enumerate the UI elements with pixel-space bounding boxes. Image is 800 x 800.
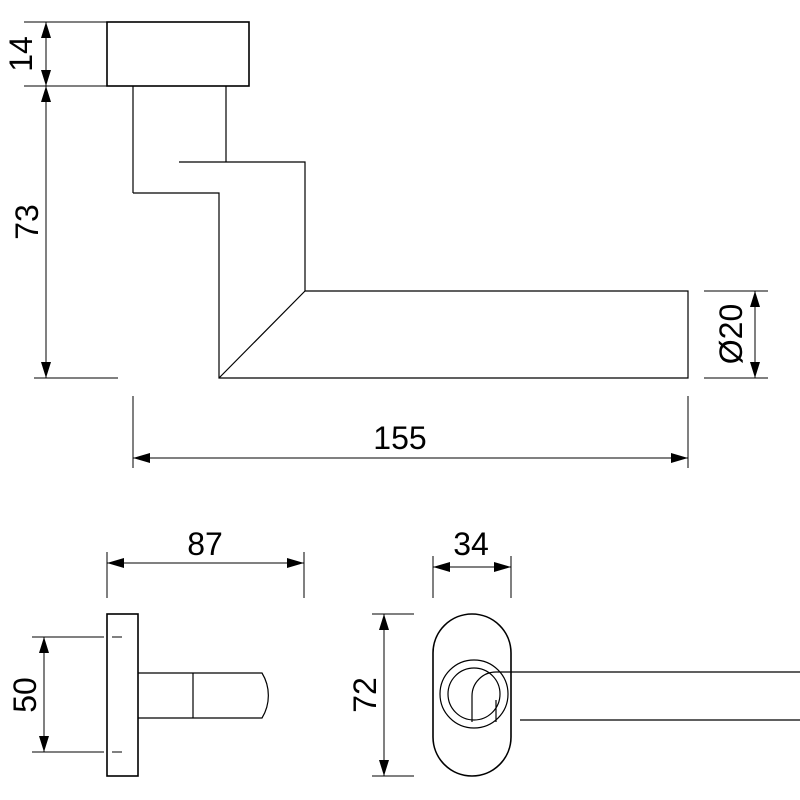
dim-rose-height-label: 72 — [347, 677, 383, 713]
rose-block — [106, 21, 250, 87]
dim-rose-height: 72 — [347, 613, 414, 777]
side-lever-profile — [138, 672, 269, 719]
dim-diameter: Ø20 — [704, 290, 768, 379]
elevation-view — [106, 21, 689, 379]
dim-top-height-label: 14 — [3, 36, 39, 72]
side-view — [106, 613, 269, 777]
side-rose-plate — [106, 613, 139, 777]
dim-total-length-label: 155 — [373, 420, 426, 456]
handle-outline — [133, 161, 689, 379]
spindle-circle-inner — [447, 667, 501, 721]
front-lever-arm — [471, 671, 800, 722]
dim-side-height-label: 50 — [7, 677, 43, 713]
chamfer-line — [218, 290, 306, 379]
dim-rose-width: 34 — [432, 526, 512, 598]
dim-side-height: 50 — [7, 636, 104, 753]
dim-total-length: 155 — [132, 396, 689, 468]
dim-stem-height-label: 73 — [9, 204, 45, 240]
spindle-circle-outer — [439, 659, 509, 729]
dim-top-height: 14 — [3, 21, 110, 87]
front-view — [432, 613, 800, 777]
dim-diameter-label: Ø20 — [713, 304, 749, 364]
dim-stem-height: 73 — [9, 86, 118, 379]
dim-rose-width-label: 34 — [453, 526, 489, 562]
dim-side-length: 87 — [106, 526, 305, 598]
dim-side-length-label: 87 — [187, 526, 223, 562]
oval-rose — [432, 613, 512, 777]
